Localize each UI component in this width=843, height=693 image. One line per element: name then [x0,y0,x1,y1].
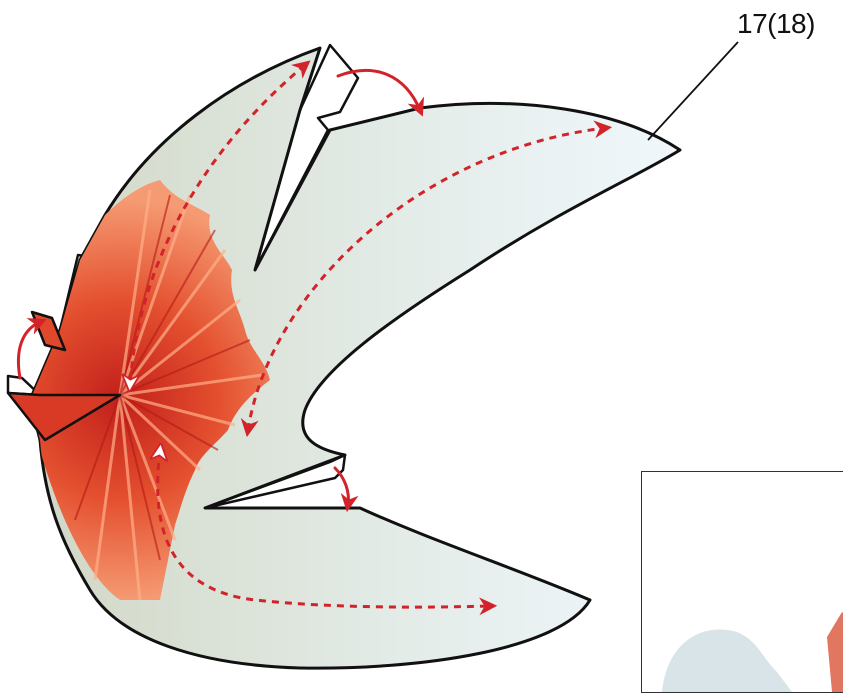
inset-preview [642,472,843,692]
leader-line [648,42,738,140]
inset-shape [662,630,792,693]
inset-muscle [827,612,843,692]
part-number-label: 17(18) [737,8,815,40]
arrow-solid-left [18,322,40,378]
inset-panel [641,471,843,693]
